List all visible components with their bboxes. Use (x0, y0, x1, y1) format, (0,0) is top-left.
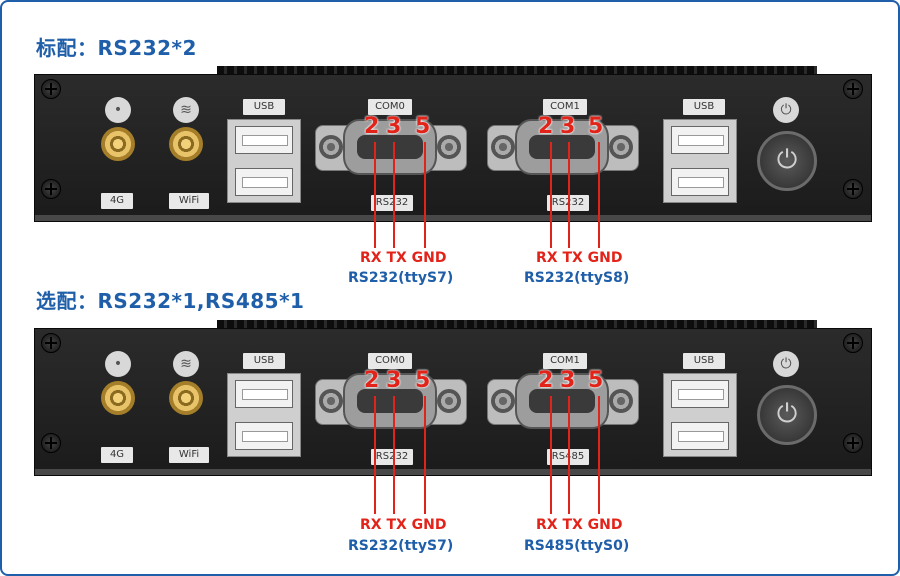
screw (843, 433, 863, 453)
wifi-icon: ≋ (173, 97, 199, 123)
antenna-wifi (169, 381, 203, 415)
usb-label-right: USB (683, 99, 725, 115)
screw (843, 333, 863, 353)
com1-label: COM1 (543, 99, 587, 115)
pin-number: 2 (364, 114, 380, 139)
device-body: • ≋ 4G WiFi USB COM0 RS232 COM1 RS485 (34, 328, 872, 476)
pin-number: 3 (386, 114, 402, 139)
screw (843, 179, 863, 199)
antenna-4g (101, 127, 135, 161)
screw (41, 179, 61, 199)
screw (41, 333, 61, 353)
screw (41, 79, 61, 99)
wifi-icon: ≋ (173, 351, 199, 377)
signal-labels-com1: RX TX GND (536, 250, 623, 266)
port-name-com0: RS232(ttyS7) (348, 270, 454, 286)
wire-tx (393, 396, 395, 514)
wire-rx (550, 142, 552, 248)
wire-gnd (424, 396, 426, 514)
wire-tx (568, 396, 570, 514)
screw (41, 433, 61, 453)
antenna-wifi (169, 127, 203, 161)
pin-number: 3 (560, 114, 576, 139)
section-heading-optional: 选配：RS232*1,RS485*1 (36, 289, 305, 313)
usb-port-left (227, 373, 301, 457)
section-heading-standard: 标配：RS232*2 (36, 36, 197, 60)
pin-number: 5 (588, 114, 604, 139)
usb-label-left: USB (243, 353, 285, 369)
usb-label-right: USB (683, 353, 725, 369)
com0-type-label: RS232 (371, 195, 413, 211)
wire-rx (374, 396, 376, 514)
signal-icon: • (105, 97, 131, 123)
com0-connector (315, 119, 467, 175)
tag-4g: 4G (101, 447, 133, 463)
screw (843, 79, 863, 99)
usb-port-right (663, 119, 737, 203)
port-name-com0: RS232(ttyS7) (348, 538, 454, 554)
signal-labels-com1: RX TX GND (536, 517, 623, 533)
port-name-com1: RS485(ttyS0) (524, 538, 630, 554)
pin-number: 5 (588, 368, 604, 393)
pin-number: 2 (364, 368, 380, 393)
signal-labels-com0: RX TX GND (360, 517, 447, 533)
usb-label-left: USB (243, 99, 285, 115)
com0-type-label: RS232 (371, 449, 413, 465)
pin-number: 3 (560, 368, 576, 393)
antenna-4g (101, 381, 135, 415)
pin-number: 2 (538, 114, 554, 139)
port-name-com1: RS232(ttyS8) (524, 270, 630, 286)
com1-label: COM1 (543, 353, 587, 369)
device-panel-standard: • ≋ 4G WiFi USB COM0 RS232 COM1 RS232 (34, 66, 872, 222)
wire-tx (568, 142, 570, 248)
device-panel-optional: • ≋ 4G WiFi USB COM0 RS232 COM1 RS485 (34, 320, 872, 476)
com0-label: COM0 (368, 353, 412, 369)
wire-gnd (598, 396, 600, 514)
wire-rx (374, 142, 376, 248)
com0-label: COM0 (368, 99, 412, 115)
usb-port-right (663, 373, 737, 457)
wire-gnd (424, 142, 426, 248)
com0-connector (315, 373, 467, 429)
wire-tx (393, 142, 395, 248)
power-button[interactable]: ⏻ (757, 131, 817, 191)
power-indicator-icon: ⏻ (773, 97, 799, 123)
wire-gnd (598, 142, 600, 248)
power-button[interactable]: ⏻ (757, 385, 817, 445)
tag-wifi: WiFi (169, 193, 209, 209)
device-body: • ≋ 4G WiFi USB COM0 RS232 COM1 RS232 (34, 74, 872, 222)
com1-connector (487, 119, 639, 175)
pin-number: 3 (386, 368, 402, 393)
pin-number: 5 (415, 368, 431, 393)
tag-wifi: WiFi (169, 447, 209, 463)
tag-4g: 4G (101, 193, 133, 209)
com1-connector (487, 373, 639, 429)
usb-port-left (227, 119, 301, 203)
signal-icon: • (105, 351, 131, 377)
signal-labels-com0: RX TX GND (360, 250, 447, 266)
wire-rx (550, 396, 552, 514)
pin-number: 2 (538, 368, 554, 393)
power-indicator-icon: ⏻ (773, 351, 799, 377)
pin-number: 5 (415, 114, 431, 139)
